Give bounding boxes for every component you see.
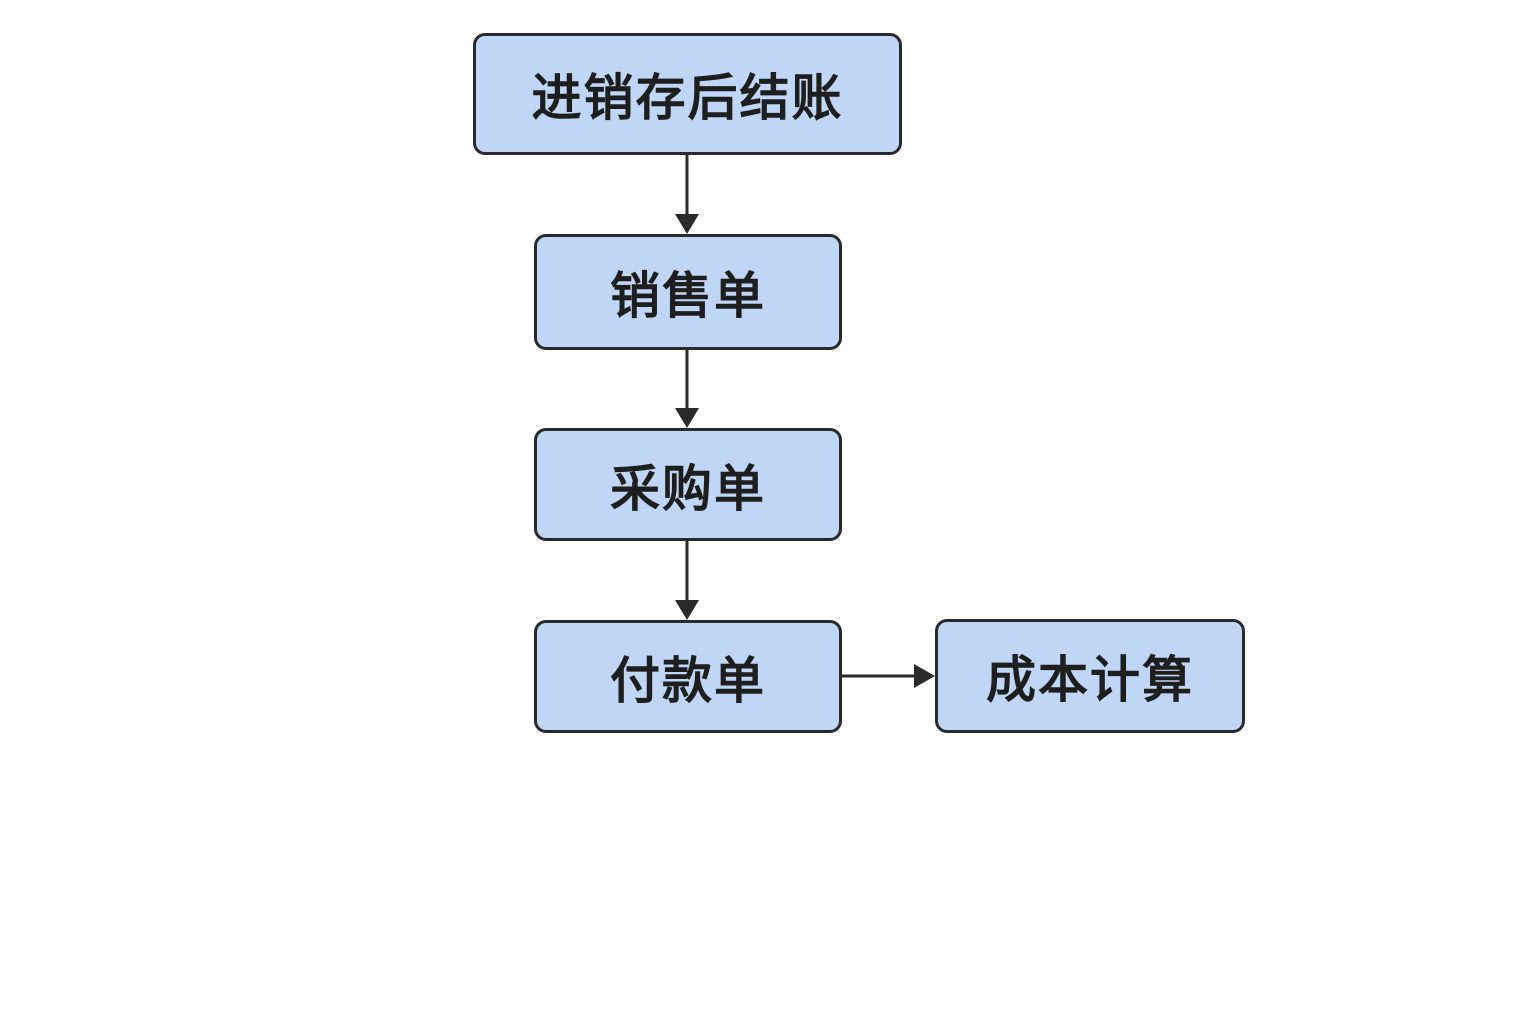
edge-payment-to-cost	[842, 664, 935, 688]
node-start-closing-label: 进销存后结账	[531, 69, 844, 127]
node-cost-calculation-label: 成本计算	[986, 651, 1194, 709]
node-payment-order-label: 付款单	[610, 651, 766, 710]
node-sales-order[interactable]: 销售单	[534, 234, 842, 350]
node-cost-calculation[interactable]: 成本计算	[935, 619, 1245, 733]
edge-start-to-sales	[675, 155, 699, 234]
edge-sales-to-purchase	[675, 350, 699, 428]
node-start-closing[interactable]: 进销存后结账	[473, 33, 902, 155]
node-sales-order-label: 销售单	[610, 267, 766, 325]
node-purchase-order-label: 采购单	[610, 459, 766, 518]
node-purchase-order[interactable]: 采购单	[534, 428, 842, 541]
edge-purchase-to-payment	[675, 541, 699, 620]
node-payment-order[interactable]: 付款单	[534, 620, 842, 733]
